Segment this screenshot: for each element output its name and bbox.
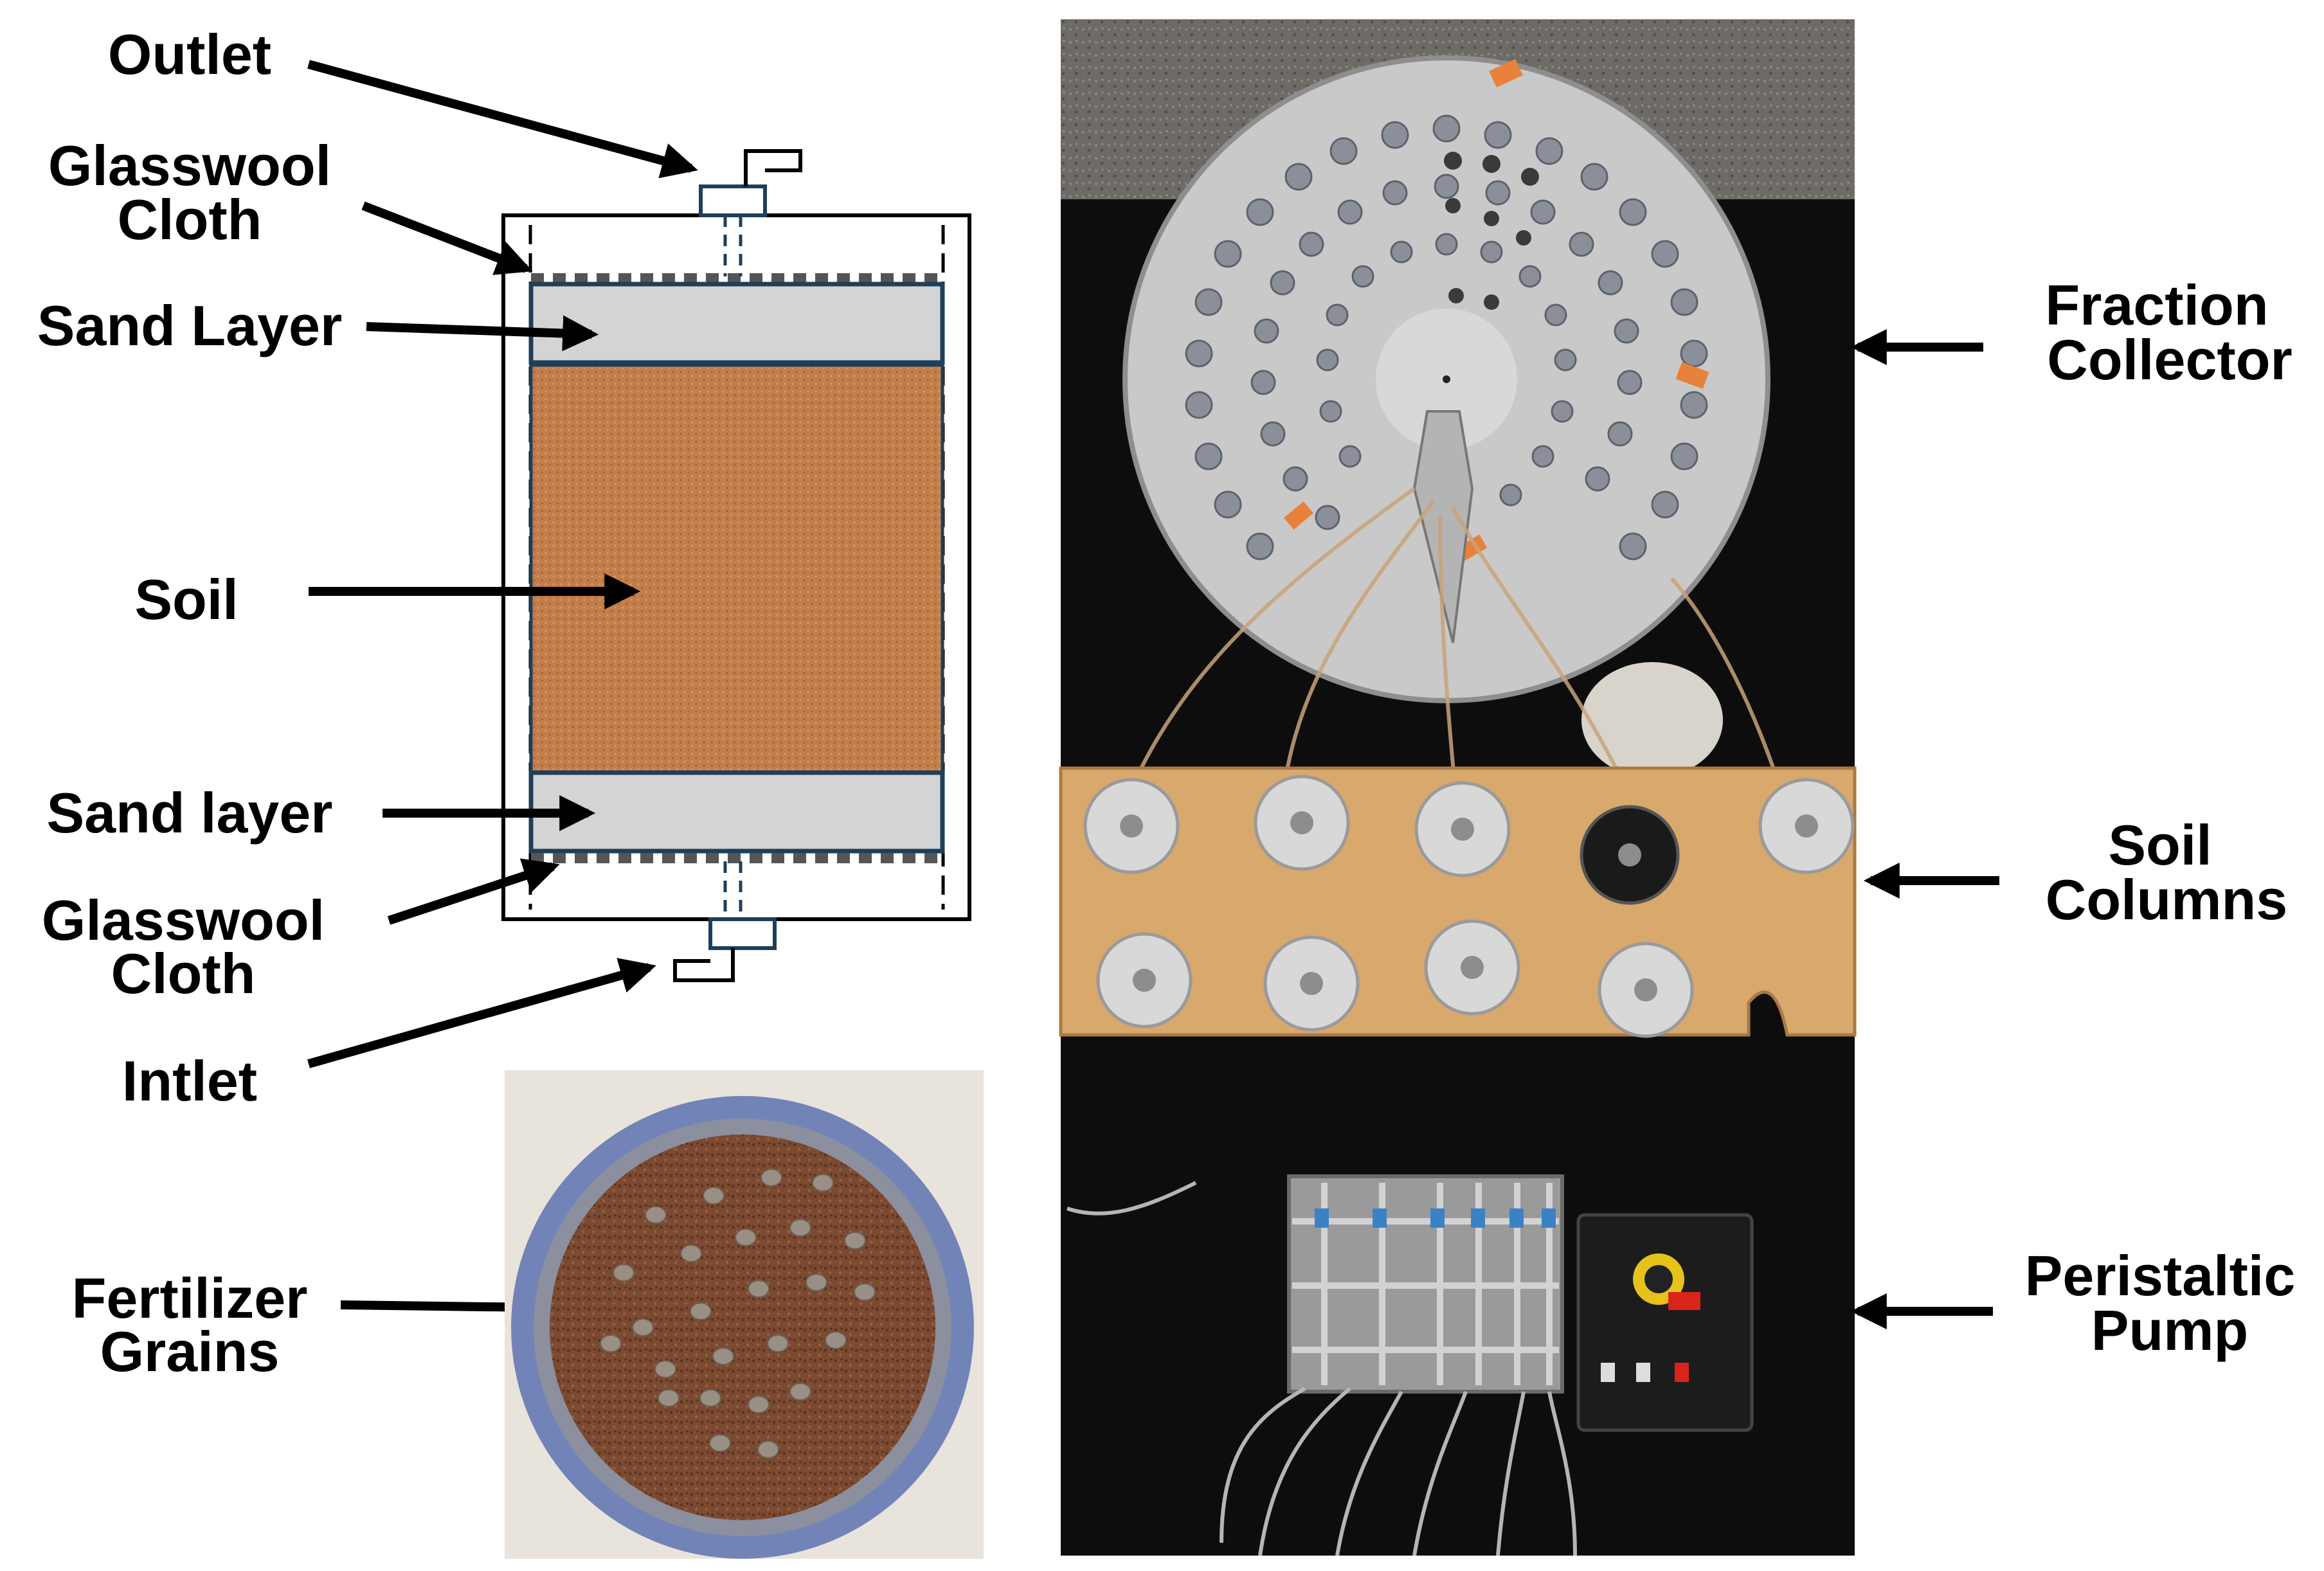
setup-labels: Fraction Collector Soil Columns Peristal… [2025,273,2296,1362]
outlet-fitting [699,149,802,276]
arrow-right-icon [387,858,560,925]
label-pump-line2: Pump [2091,1298,2248,1362]
sand-layer-top [528,282,945,365]
schematic-arrows [307,60,698,1326]
label-glasswool-bottom-line1: Glasswool [42,888,325,952]
sand-layer-bottom [528,770,945,854]
inlet-fitting [673,861,777,982]
label-glasswool-top-line1: Glasswool [48,134,331,197]
label-fertilizer-line1: Fertilizer [72,1266,308,1330]
label-glasswool-top-line2: Cloth [118,188,262,251]
label-inlet: Intlet [122,1049,257,1113]
soil-layer [529,363,944,775]
arrow-right-icon [307,60,698,179]
peristaltic-pump [1067,1174,1754,1556]
label-fraction-line1: Fraction [2045,273,2268,337]
schematic-labels: Outlet Glasswool Cloth Sand Layer Soil S… [37,22,342,1383]
arrow-right-icon [307,958,656,1068]
setup-arrows [1850,329,1999,1329]
label-sand-layer-top: Sand Layer [37,294,342,357]
arrow-right-icon [361,201,533,275]
label-fraction-line2: Collector [2047,328,2292,391]
label-fertilizer-line2: Grains [100,1320,280,1383]
label-sand-layer-bottom: Sand layer [46,781,332,845]
label-soil-columns-line2: Columns [2046,868,2287,931]
arrow-right-icon [366,315,599,352]
experimental-setup-photo [1059,19,1857,1556]
label-soil: Soil [134,568,238,631]
soil-columns [1083,775,1855,1038]
fertilizer-grains [600,1169,876,1459]
label-pump-line1: Peristaltic [2025,1244,2296,1307]
fraction-collector [1122,55,1770,778]
label-outlet: Outlet [108,22,271,86]
soil-column-top-view-photo [505,1070,984,1559]
column-schematic [501,149,971,982]
label-glasswool-bottom-line2: Cloth [111,942,256,1005]
label-soil-columns-line1: Soil [2108,813,2211,877]
